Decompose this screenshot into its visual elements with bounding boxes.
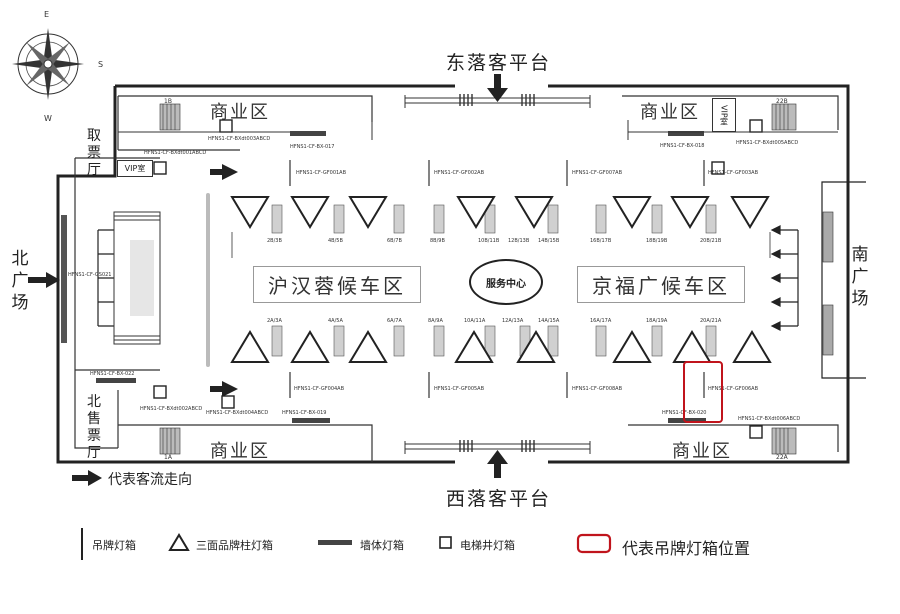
code-wall-tl: HFNS1-CF-BX-017: [290, 144, 335, 150]
gate-label-bottom-5: 10A/11A: [464, 318, 486, 324]
gate-label-top-6: 12B/13B: [508, 238, 530, 244]
corner-label-bl: 1A: [164, 454, 172, 461]
code-bottom-row-1: HFNS1-CF-GF004AB: [294, 386, 345, 392]
corner-label-br: 22A: [776, 454, 788, 461]
compass-icon: [12, 28, 84, 100]
compass-west-label: W: [44, 114, 52, 123]
gate-label-bottom-7: 14A/15A: [538, 318, 560, 324]
gate-label-bottom-3: 6A/7A: [387, 318, 402, 324]
gate-label-bottom-8: 16A/17A: [590, 318, 612, 324]
waiting-area-right: 京福广候车区: [577, 266, 745, 303]
ticket-pickup-hall: 取 票 厅: [87, 128, 101, 178]
code-bottom-row-3: HFNS1-CF-GF008AB: [572, 386, 623, 392]
legend-triangle-label: 三面品牌柱灯箱: [196, 539, 273, 552]
commercial-zone-bottom-left: 商业区: [210, 441, 270, 462]
commercial-zone-top-left: 商业区: [210, 102, 270, 123]
gate-label-top-2: 4B/5B: [328, 238, 343, 244]
code-box-bl: HFNS1-CF-BXdt002ABCD: [140, 406, 203, 412]
vip-room-left: VIP室: [117, 160, 153, 177]
legend-flow-label: 代表客流走向: [108, 472, 192, 488]
code-wall-bm: HFNS1-CF-BX-019: [282, 410, 327, 416]
corner-label-tr: 22B: [776, 98, 788, 105]
highlighted-hanging-sign[interactable]: [683, 361, 723, 423]
gate-label-top-10: 20B/21B: [700, 238, 722, 244]
gate-label-top-3: 6B/7B: [387, 238, 402, 244]
gate-label-bottom-4: 8A/9A: [428, 318, 443, 324]
gate-label-top-1: 2B/3B: [267, 238, 282, 244]
vip-room-right: VIP室: [712, 98, 736, 132]
code-top-row-4: HFNS1-CF-GF003AB: [708, 170, 759, 176]
code-wall-bl: HFNS1-CF-BX-022: [90, 371, 135, 377]
waiting-area-left: 沪汉蓉候车区: [253, 266, 421, 303]
compass-south-label: S: [98, 60, 104, 69]
gate-label-top-8: 16B/17B: [590, 238, 612, 244]
east-platform-label: 东落客平台: [446, 52, 552, 74]
legend-hanging-label: 吊牌灯箱: [92, 539, 136, 552]
commercial-zone-top-right: 商业区: [640, 102, 700, 123]
commercial-zone-bottom-right: 商业区: [672, 441, 732, 462]
legend-elevator-label: 电梯井灯箱: [460, 539, 515, 552]
gate-label-bottom-6: 12A/13A: [502, 318, 524, 324]
compass-east-label: E: [44, 10, 50, 19]
service-center: 服务中心: [469, 259, 543, 305]
gate-label-bottom-1: 2A/3A: [267, 318, 282, 324]
code-north-wall: HFNS1-CF-GS021: [68, 272, 112, 278]
code-bottom-row-2: HFNS1-CF-GF005AB: [434, 386, 485, 392]
code-box-tr2: HFNS1-CF-BXdt005ABCD: [736, 140, 799, 146]
corner-label-tl: 1B: [164, 98, 172, 105]
gate-label-top-7: 14B/15B: [538, 238, 560, 244]
gate-label-top-9: 18B/19B: [646, 238, 668, 244]
code-top-row-3: HFNS1-CF-GF007AB: [572, 170, 623, 176]
ticket-sale-hall: 北 售 票 厅: [87, 394, 101, 461]
gate-label-bottom-9: 18A/19A: [646, 318, 668, 324]
code-box-br: HFNS1-CF-BXdt006ABCD: [738, 416, 801, 422]
legend-graphics: [72, 470, 612, 560]
gate-label-bottom-2: 4A/5A: [328, 318, 343, 324]
code-box-tr: HFNS1-CF-BX-018: [660, 143, 705, 149]
legend-wall-label: 墙体灯箱: [360, 539, 404, 552]
flow-arrows: [28, 74, 508, 478]
code-box-tl: HFNS1-CF-BXdt003ABCD: [208, 136, 271, 142]
code-top-row-1: HFNS1-CF-GF001AB: [296, 170, 347, 176]
code-bottom-row-4: HFNS1-CF-GF006AB: [708, 386, 759, 392]
south-plaza-label: 南 广 场: [851, 245, 869, 309]
gate-label-bottom-10: 20A/21A: [700, 318, 722, 324]
west-platform-label: 西落客平台: [446, 488, 552, 510]
code-box-bl2: HFNS1-CF-BXdt004ABCD: [206, 410, 269, 416]
gate-label-top-5: 10B/11B: [478, 238, 500, 244]
code-top-row-2: HFNS1-CF-GF002AB: [434, 170, 485, 176]
code-box-vip-left: HFNS1-CF-BXdt001ABCD: [144, 150, 207, 156]
legend-highlight-label: 代表吊牌灯箱位置: [622, 539, 751, 558]
north-plaza-label: 北 广 场: [11, 249, 29, 313]
gate-label-top-4: 8B/9B: [430, 238, 445, 244]
